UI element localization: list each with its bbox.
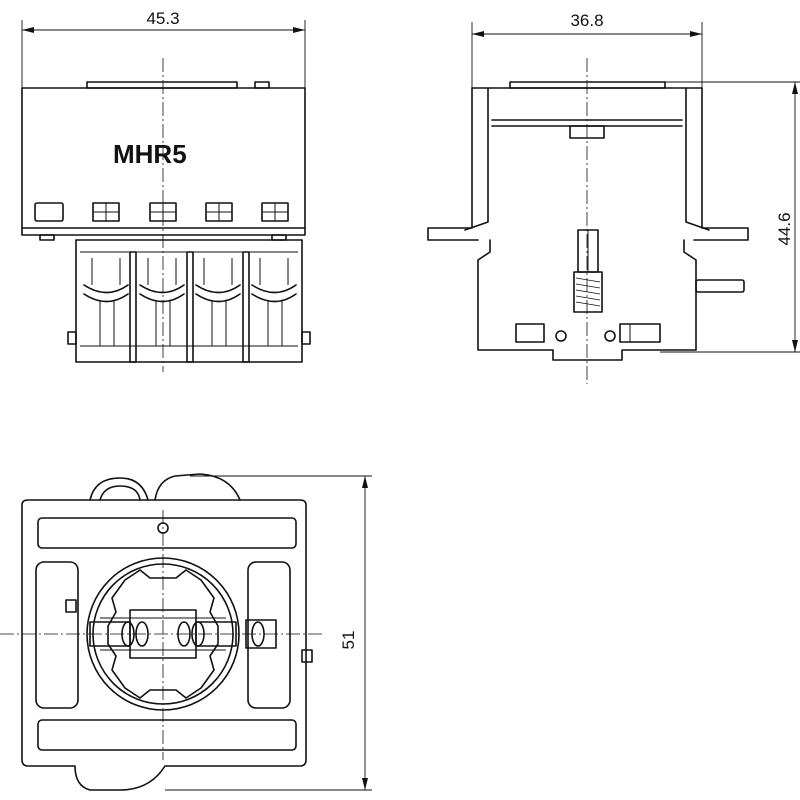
front-width-dimension: 45.3: [21, 9, 306, 88]
terminal-slot-4: [261, 202, 289, 222]
latch-spring: [573, 229, 603, 313]
contact-spring-2: [139, 258, 185, 346]
contact-spring-1: [83, 258, 129, 346]
bottom-view: 51: [0, 473, 372, 791]
side-width-value: 36.8: [570, 11, 603, 30]
side-height-dimension: 44.6: [660, 81, 800, 353]
bottom-depth-value: 51: [339, 631, 358, 650]
terminal-slot-3: [205, 202, 233, 222]
socket: [86, 557, 277, 711]
front-body: [21, 87, 306, 236]
front-view: 45.3 MHR5: [21, 9, 311, 372]
front-width-value: 45.3: [146, 9, 179, 28]
side-height-value: 44.6: [775, 212, 794, 245]
contact-spring-3: [195, 258, 241, 346]
model-label: MHR5: [113, 139, 187, 169]
front-contact-block: [67, 239, 311, 363]
bottom-depth-dimension: 51: [165, 475, 372, 791]
side-view: 36.8 44.6: [427, 11, 800, 384]
terminal-slot-1: [92, 202, 120, 222]
bottom-outline: [21, 499, 307, 791]
contact-spring-4: [251, 258, 297, 346]
terminal-slot-2: [149, 202, 177, 222]
side-width-dimension: 36.8: [471, 11, 703, 90]
